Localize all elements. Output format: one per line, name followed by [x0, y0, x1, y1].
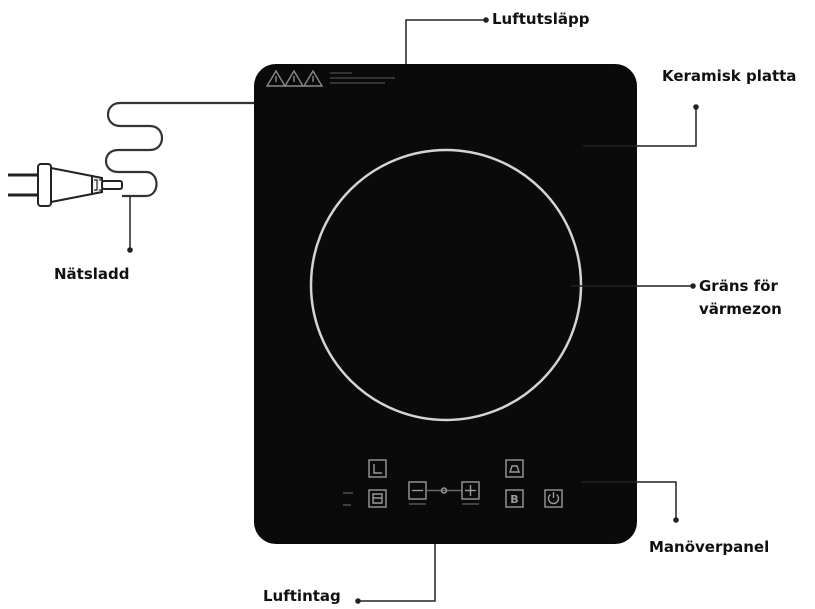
label-air-outlet: Luftutsläpp	[492, 10, 590, 28]
label-heating-zone-line1: Gräns för	[699, 277, 778, 295]
label-power-cord: Nätsladd	[54, 265, 130, 283]
leader-lines	[129, 19, 697, 602]
heating-zone-ring	[309, 148, 583, 422]
plus-icon[interactable]	[461, 481, 480, 500]
power-cord	[104, 101, 255, 198]
label-heating-zone-line2: värmezon	[699, 300, 782, 318]
timer-icon[interactable]	[368, 459, 387, 478]
leader-air-outlet	[405, 19, 486, 64]
label-ceramic-plate: Keramisk platta	[662, 67, 797, 85]
side-indicator	[343, 492, 353, 506]
label-control-panel: Manöverpanel	[649, 538, 770, 556]
leader-dots	[127, 17, 699, 604]
leader-control-panel	[581, 481, 677, 520]
warning-icon	[265, 69, 324, 87]
leader-air-intake	[358, 544, 436, 602]
control-panel	[343, 459, 563, 508]
warning-fine-print	[330, 72, 395, 84]
leader-ceramic-plate	[583, 107, 697, 147]
booster-button[interactable]	[505, 489, 524, 508]
label-air-intake: Luftintag	[263, 587, 341, 605]
cooktop-body	[254, 64, 637, 544]
keep-warm-icon[interactable]	[505, 459, 524, 478]
mode-icon[interactable]	[368, 489, 387, 508]
power-icon[interactable]	[544, 489, 563, 508]
level-slider	[426, 487, 462, 494]
plug-icon	[8, 163, 123, 207]
booster-key-label: B	[510, 493, 518, 506]
